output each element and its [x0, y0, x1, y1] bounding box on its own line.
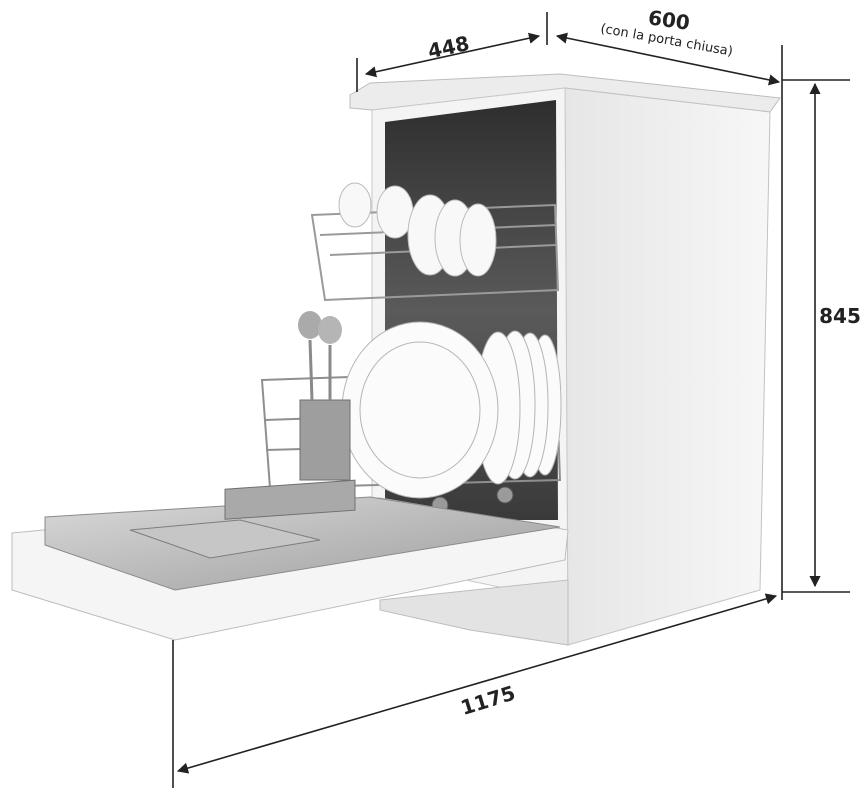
depth-value: 600	[647, 5, 692, 35]
door-dispenser	[129, 519, 321, 559]
width-dimension-arrow	[364, 32, 541, 78]
dimension-lines	[172, 12, 850, 788]
width-value: 448	[426, 31, 472, 63]
dishwasher-side-panel	[564, 87, 771, 646]
open-depth-dimension-arrow	[176, 593, 778, 774]
upper-dishes	[338, 182, 497, 277]
height-value: 845	[819, 304, 861, 328]
lower-plates	[341, 321, 562, 499]
cutlery-basket	[298, 311, 351, 481]
depth-dimension-arrow	[555, 32, 781, 86]
door-rinse-aid	[224, 479, 356, 520]
dishwasher-illustration	[11, 73, 781, 646]
